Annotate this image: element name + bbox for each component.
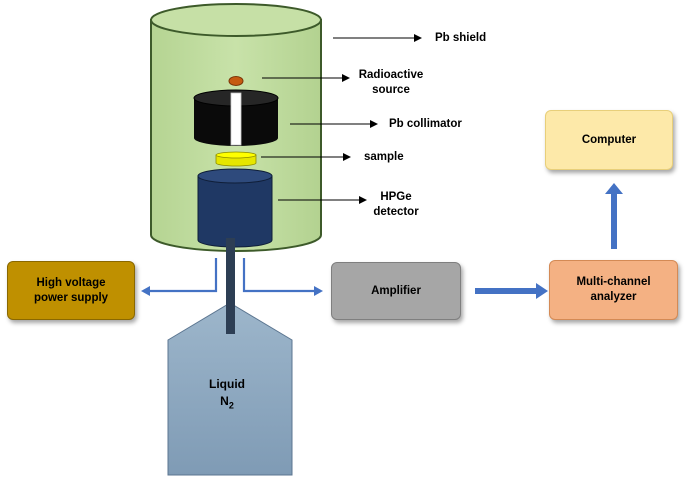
high-voltage-label-line2: power supply <box>33 291 109 304</box>
amplifier-to-mca-arrow <box>475 283 548 299</box>
mca-label-line2: analyzer <box>590 291 637 303</box>
cold-finger <box>226 238 235 334</box>
hpge-detector <box>197 168 273 248</box>
pb-collimator-label: Pb collimator <box>389 118 462 130</box>
mca-to-computer-arrow <box>605 183 623 249</box>
pb-shield-label: Pb shield <box>435 32 487 44</box>
sample-disc <box>215 151 257 167</box>
computer-box: Computer <box>545 110 673 170</box>
amplifier-label: Amplifier <box>371 284 421 297</box>
high-voltage-power-supply-box: High voltage power supply <box>7 261 135 320</box>
amplifier-box: Amplifier <box>331 262 461 320</box>
computer-label: Computer <box>581 133 637 146</box>
hpge-detector-label: HPGe detector <box>373 191 419 218</box>
liquid-nitrogen-label: Liquid N2 <box>209 377 245 411</box>
multi-channel-analyzer-box: Multi-channel analyzer <box>549 260 678 320</box>
hv-cable-arrow <box>150 258 218 293</box>
mca-label-line1: Multi-channel <box>576 276 651 288</box>
liquid-nitrogen-dewar <box>167 302 293 476</box>
radioactive-source-label: Radioactive source <box>358 69 424 96</box>
sample-label: sample <box>364 151 404 163</box>
radioactive-source <box>228 76 244 86</box>
high-voltage-label-line1: High voltage <box>36 276 106 289</box>
pb-collimator <box>193 89 279 146</box>
signal-cable-arrow <box>242 258 314 293</box>
